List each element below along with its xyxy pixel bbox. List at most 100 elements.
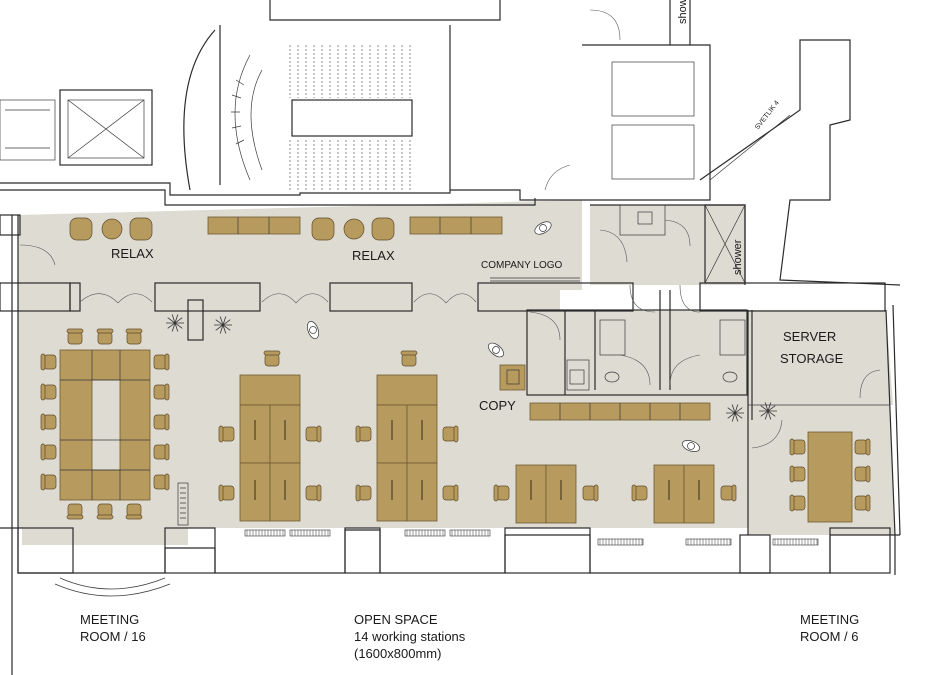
- chair: [66, 503, 84, 520]
- meeting-room-6-chairs: [789, 438, 871, 512]
- person: [307, 321, 319, 339]
- chair: [125, 328, 143, 345]
- radiators: [244, 529, 819, 546]
- chair-back: [355, 484, 361, 502]
- chair-seat: [43, 414, 57, 430]
- chair: [153, 443, 170, 461]
- radiator: [597, 538, 644, 546]
- chair: [631, 484, 648, 502]
- chair: [355, 425, 372, 443]
- chair: [218, 425, 235, 443]
- person-head: [539, 224, 547, 232]
- chair: [720, 484, 737, 502]
- chair-seat: [264, 353, 280, 367]
- chair-seat: [401, 353, 417, 367]
- chair-back: [164, 443, 170, 461]
- chair-back: [40, 413, 46, 431]
- chair: [96, 503, 114, 520]
- chair: [442, 425, 459, 443]
- plant-leaf: [167, 317, 183, 329]
- chair-seat: [67, 503, 83, 517]
- chair-back: [66, 328, 84, 334]
- workstation-chairs: [218, 350, 737, 502]
- elevator: [0, 89, 153, 166]
- chair-back: [631, 484, 637, 502]
- chair-seat: [582, 485, 596, 501]
- chair-seat: [305, 426, 319, 442]
- stair-treads: [289, 45, 411, 190]
- relax-right-label: RELAX: [352, 248, 395, 263]
- caption-meeting16-line2: ROOM / 16: [80, 629, 146, 644]
- chair-back: [789, 438, 795, 456]
- plant: [166, 314, 184, 332]
- chair: [854, 465, 871, 483]
- chair: [40, 413, 57, 431]
- chair: [153, 413, 170, 431]
- chair: [96, 328, 114, 345]
- person-head: [309, 326, 317, 334]
- desk: [376, 462, 408, 522]
- plant-leaf: [215, 319, 231, 331]
- desk: [239, 374, 301, 406]
- chair-back: [731, 484, 737, 502]
- chair: [263, 350, 281, 367]
- storage-label: STORAGE: [780, 351, 844, 366]
- chair-seat: [792, 439, 806, 455]
- caption-meeting-room-6: MEETING ROOM / 6: [800, 611, 859, 645]
- chair-back: [96, 514, 114, 520]
- chair-seat: [792, 495, 806, 511]
- chair-seat: [442, 485, 456, 501]
- wc-block: [526, 204, 748, 396]
- chair-back: [164, 413, 170, 431]
- chair-back: [865, 494, 871, 512]
- chair-seat: [221, 426, 235, 442]
- doors: [19, 164, 881, 449]
- meeting-room-16-chairs: [40, 328, 170, 520]
- caption-openspace-line1: OPEN SPACE: [354, 612, 438, 627]
- caption-openspace-line3: (1600x800mm): [354, 646, 442, 661]
- chair: [854, 494, 871, 512]
- chair-back: [789, 465, 795, 483]
- logo-wall-strip: [490, 277, 580, 282]
- chair-seat: [153, 384, 167, 400]
- chair-seat: [305, 485, 319, 501]
- caption-meeting16-line1: MEETING: [80, 612, 140, 627]
- chair-seat: [442, 426, 456, 442]
- plant-leaf: [727, 407, 743, 419]
- staircase: [183, 0, 501, 191]
- chair-seat: [153, 474, 167, 490]
- chair-back: [400, 350, 418, 356]
- meeting-room-6-table: [807, 431, 853, 523]
- copy-area: [499, 364, 711, 421]
- chair-back: [40, 383, 46, 401]
- chair-seat: [153, 414, 167, 430]
- plant: [214, 316, 232, 334]
- chair-seat: [496, 485, 510, 501]
- chair-back: [40, 473, 46, 491]
- chair: [40, 443, 57, 461]
- chair: [854, 438, 871, 456]
- radiator: [772, 538, 819, 546]
- chair-seat: [634, 485, 648, 501]
- shower-right-label: shower: [732, 239, 744, 275]
- chair-seat: [43, 474, 57, 490]
- chair-seat: [720, 485, 734, 501]
- chair-seat: [153, 444, 167, 460]
- chair: [40, 353, 57, 371]
- radiator: [685, 538, 732, 546]
- chair: [153, 353, 170, 371]
- chair: [355, 484, 372, 502]
- chair: [40, 473, 57, 491]
- chair-back: [40, 443, 46, 461]
- copy-label: COPY: [479, 398, 516, 413]
- chair-back: [164, 383, 170, 401]
- chair-back: [164, 353, 170, 371]
- walls: [0, 182, 901, 675]
- chair: [153, 473, 170, 491]
- chair-seat: [153, 354, 167, 370]
- relax-left-label: RELAX: [111, 246, 154, 261]
- chair-seat: [43, 384, 57, 400]
- chair-back: [316, 484, 322, 502]
- chair-seat: [43, 444, 57, 460]
